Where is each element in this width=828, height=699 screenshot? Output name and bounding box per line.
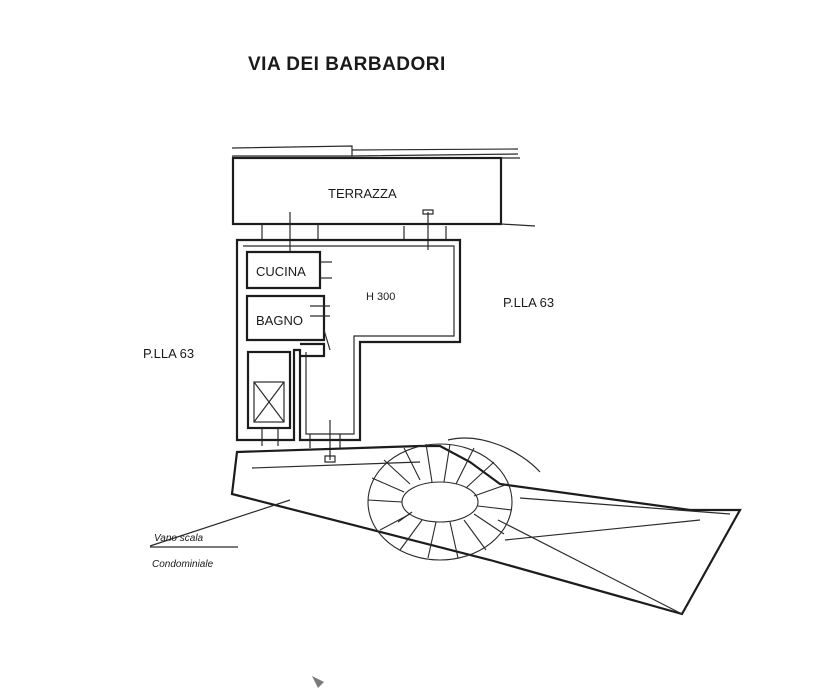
parcel-left-label: P.LLA 63 [143,346,194,361]
apartment-walls [235,238,462,442]
scan-smudge [312,676,324,688]
terrace-label: TERRAZZA [328,186,397,201]
shaft-box [246,350,292,446]
terrace [231,156,536,227]
street-boundary [231,145,519,157]
terrace-doors [261,209,447,252]
entry-doors [309,420,341,463]
main-room-label: H 300 [366,291,395,303]
kitchen [245,250,332,290]
stairwell-label-line2: Condominiale [152,559,214,570]
stairwell-leader-line [149,499,291,547]
bathroom [245,294,330,342]
kitchen-label: CUCINA [256,264,306,279]
bathroom-label: BAGNO [256,313,303,328]
spiral-staircase [367,443,513,561]
stairwell-label-line1: Vano scala [154,533,204,544]
parcel-right-label: P.LLA 63 [503,295,554,310]
street-label: VIA DEI BARBADORI [248,54,446,75]
corridor [300,329,331,358]
stairwell [230,437,742,616]
